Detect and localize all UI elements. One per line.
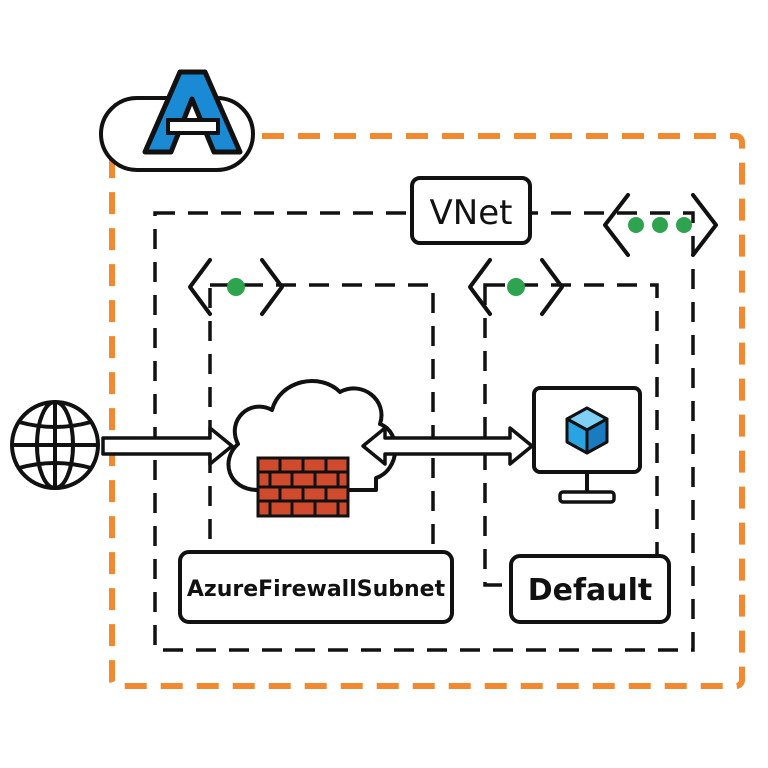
vnet-label: VNet: [430, 193, 513, 233]
firewall-subnet-label-box: [178, 550, 454, 624]
vnet-label-box: [410, 176, 532, 245]
subnet-brackets-icon: [188, 258, 284, 316]
default-subnet-boundary: [483, 283, 659, 587]
cloud-firewall-icon: [226, 379, 398, 518]
default-subnet-label: Default: [528, 573, 653, 608]
inbound-arrow: [101, 426, 234, 466]
default-subnet-label-box: [509, 554, 671, 624]
firewall-subnet-label: AzureFirewallSubnet: [187, 577, 446, 602]
subnet-brackets-icon: [468, 258, 564, 316]
virtual-machine-icon: [532, 386, 642, 504]
vnet-ellipsis-icon: [603, 193, 718, 257]
globe-icon: [10, 400, 100, 490]
azure-logo-icon: [99, 69, 255, 172]
azure-boundary: [109, 133, 745, 689]
